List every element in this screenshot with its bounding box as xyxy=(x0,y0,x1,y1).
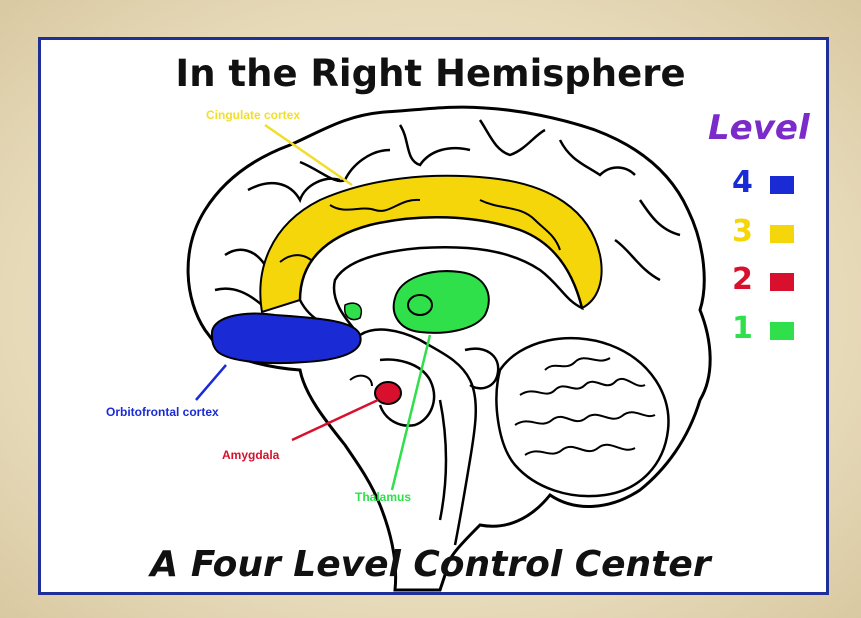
orbitofrontal-cortex-label: Orbitofrontal cortex xyxy=(106,405,219,419)
thalamus-label: Thalamus xyxy=(355,490,411,504)
orbitofrontal-leader-line xyxy=(196,365,226,400)
cingulate-cortex-label: Cingulate cortex xyxy=(206,108,300,122)
legend-level-1-swatch xyxy=(770,322,794,340)
legend-level-2-number: 2 xyxy=(732,262,753,297)
legend-title: Level xyxy=(708,108,810,148)
amygdala-label: Amygdala xyxy=(222,448,279,462)
diagram-subtitle: A Four Level Control Center xyxy=(0,544,861,585)
legend-level-4-number: 4 xyxy=(732,165,753,200)
legend-level-1-number: 1 xyxy=(732,311,753,346)
diagram-title: In the Right Hemisphere xyxy=(0,52,861,95)
thalamus-small-region xyxy=(345,303,362,319)
legend-level-2-swatch xyxy=(770,273,794,291)
legend-level-3-swatch xyxy=(770,225,794,243)
legend-level-4-swatch xyxy=(770,176,794,194)
legend-level-3-number: 3 xyxy=(732,214,753,249)
amygdala-region xyxy=(375,382,401,404)
